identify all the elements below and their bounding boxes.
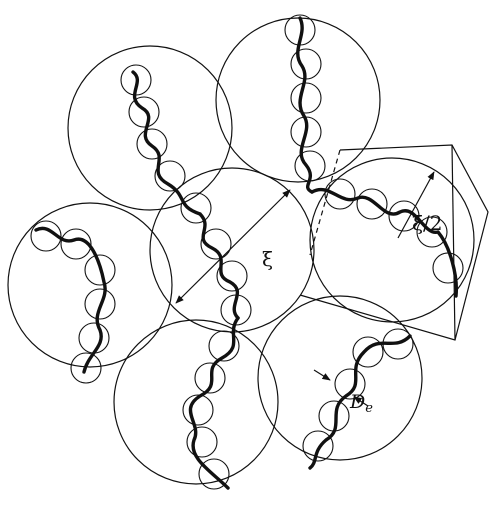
electrostatic-blob-15 [357,189,387,219]
electrostatic-blob-28 [187,427,217,457]
electrostatic-blob-3 [291,83,321,113]
electrostatic-blob-18 [433,253,463,283]
de-label: De [349,391,373,416]
xi-half-label: ξ/2 [412,211,442,235]
chain-left [36,228,105,372]
chain-right-horizontal [312,190,456,296]
xi-half-dimension: ξ/2 [398,172,442,238]
electrostatic-blob-10 [181,193,211,223]
electrostatic-blob-14 [325,179,355,209]
de-dimension: De [314,370,373,416]
correlation-blobs [8,18,474,484]
electrostatic-blob-7 [129,97,159,127]
blob-right [310,158,474,322]
blob-center [150,168,314,332]
blob-left [8,203,172,367]
blob-upper-left [68,46,232,210]
polymer-chains [36,18,456,488]
blob-lower-right [258,296,422,460]
chain-lower-left [190,318,238,488]
de-arrow-upper [314,370,330,380]
electrostatic-blob-23 [79,323,109,353]
blob-lower-left [114,320,278,484]
cylinder-outline [300,145,488,340]
xi-label: ξ [262,247,273,271]
